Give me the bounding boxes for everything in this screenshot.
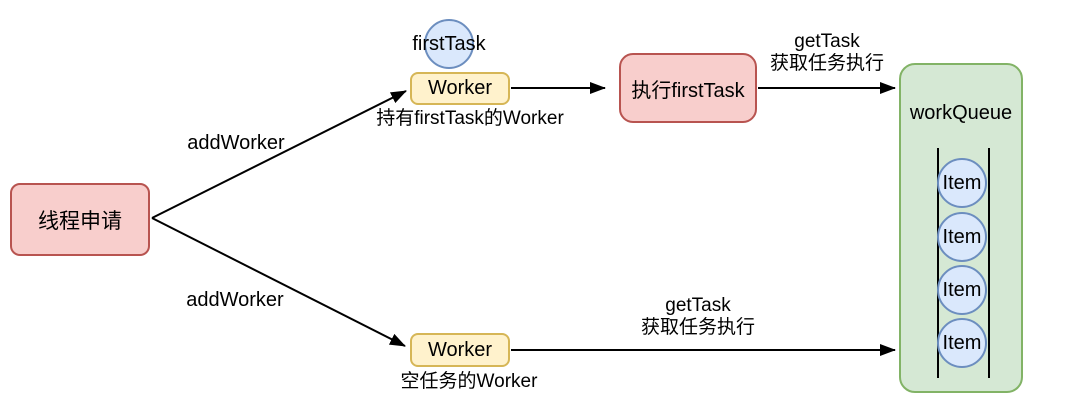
gettask-top-line1: getTask xyxy=(794,31,860,52)
queue-rail-right xyxy=(988,148,990,378)
addworker-bottom-label: addWorker xyxy=(186,289,284,311)
exec-firsttask-node: 执行firstTask xyxy=(619,53,757,123)
gettask-top-label: getTask 获取任务执行 xyxy=(752,31,902,75)
edge-addworker-bottom xyxy=(151,217,406,347)
edge-addworker-top xyxy=(151,90,407,219)
gettask-top-line2: 获取任务执行 xyxy=(769,52,884,74)
queue-item: Item xyxy=(937,265,987,315)
worker-top-label: Worker xyxy=(427,77,493,99)
queue-item: Item xyxy=(937,318,987,368)
gettask-bottom-label: getTask 获取任务执行 xyxy=(623,295,773,339)
worker-top-caption: 持有firstTask的Worker xyxy=(376,108,564,129)
firsttask-label: firstTask xyxy=(412,33,486,55)
queue-item-label: Item xyxy=(942,331,982,354)
addworker-top-label: addWorker xyxy=(187,132,285,154)
worker-bottom-label: Worker xyxy=(427,338,493,361)
workqueue-label: workQueue xyxy=(909,102,1013,124)
worker-bottom-node: Worker xyxy=(410,333,510,367)
queue-item: Item xyxy=(937,212,987,262)
queue-item-label: Item xyxy=(942,225,982,248)
queue-item-label: Item xyxy=(942,171,982,194)
queue-item-label: Item xyxy=(942,278,982,301)
thread-request-label: 线程申请 xyxy=(38,209,122,233)
thread-request-node: 线程申请 xyxy=(10,183,150,256)
queue-rail-left xyxy=(937,148,939,378)
worker-bottom-caption: 空任务的Worker xyxy=(400,371,538,392)
gettask-bottom-line1: getTask xyxy=(665,295,731,316)
gettask-bottom-line2: 获取任务执行 xyxy=(640,316,755,338)
queue-item: Item xyxy=(937,158,987,208)
firsttask-circle xyxy=(424,19,474,69)
exec-firsttask-label: 执行firstTask xyxy=(631,79,745,102)
worker-top-node: Worker xyxy=(410,72,510,105)
